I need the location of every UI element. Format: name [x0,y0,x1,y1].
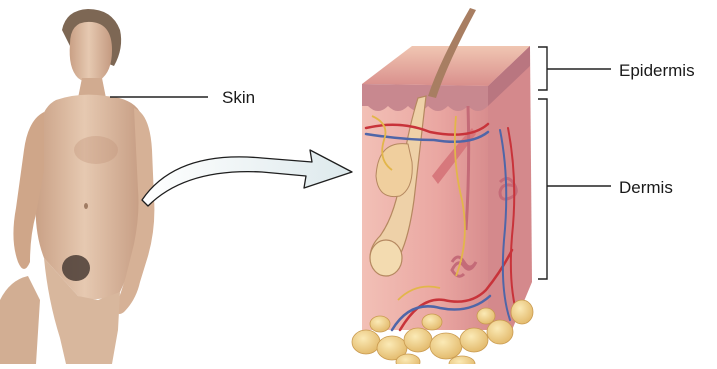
figure-arm-left [13,112,44,269]
figure-navel [84,203,88,209]
skin-label: Skin [222,89,255,106]
dermis-label: Dermis [619,179,673,196]
figure-chest-shadow [74,136,118,164]
epidermis-label: Epidermis [619,62,695,79]
skin-cross-section [352,8,533,364]
hair-bulb [370,240,402,276]
epidermis-bracket [538,47,547,90]
human-figure [0,9,154,364]
pointer-arrow [142,150,352,206]
figure-pubic-hair [62,255,90,281]
figure-head [70,22,112,83]
dermis-bracket [538,99,547,279]
figure-leg-left [0,276,40,364]
